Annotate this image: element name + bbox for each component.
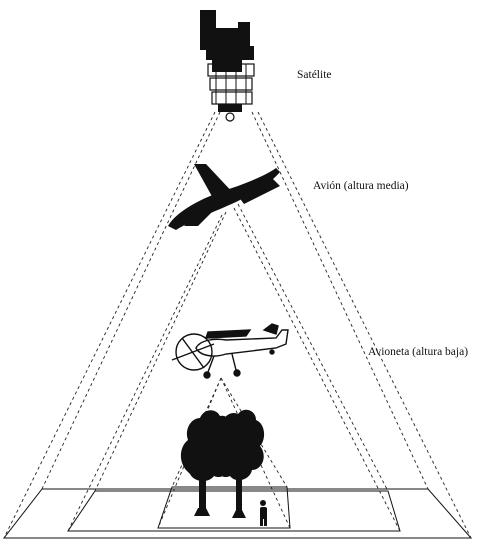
light-plane-label: Avioneta (altura baja) <box>368 347 468 359</box>
light-plane-footprint <box>158 487 290 528</box>
plane-label: Avión (altura media) <box>313 181 409 193</box>
person-icon <box>260 500 267 526</box>
plane-view-cone <box>68 204 400 531</box>
satellite-label: Satélite <box>297 70 332 82</box>
light-airplane-icon <box>172 324 288 378</box>
trees-icon <box>181 410 264 518</box>
satellite-icon <box>200 10 254 121</box>
plane-footprint <box>68 491 400 531</box>
